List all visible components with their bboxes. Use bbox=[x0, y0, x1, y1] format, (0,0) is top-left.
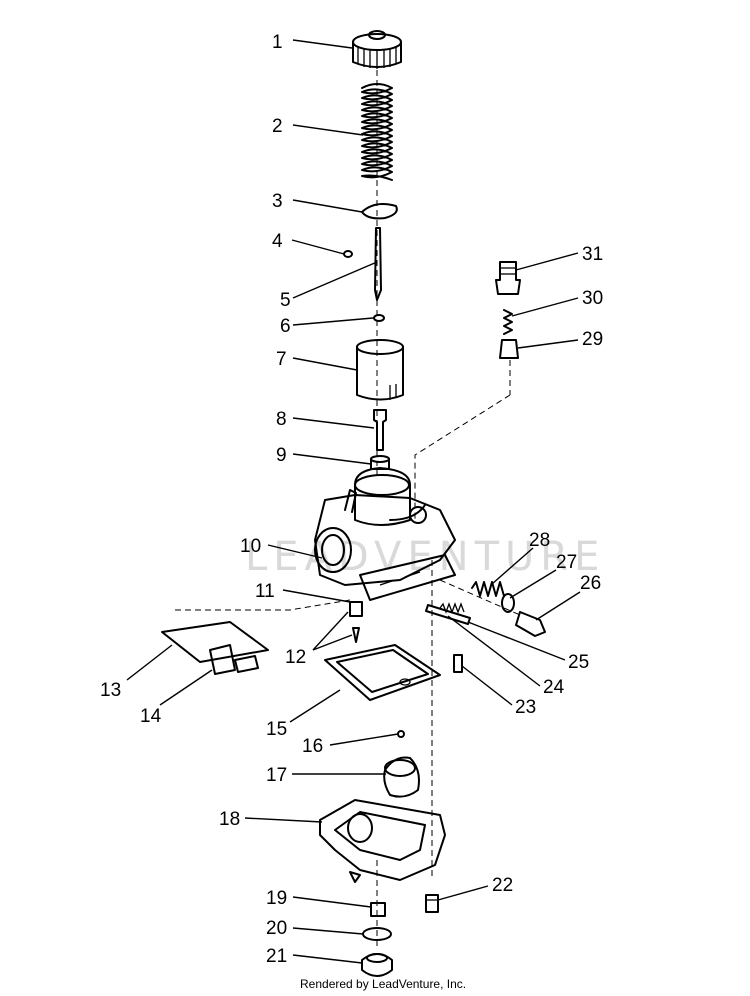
callout-14: 14 bbox=[140, 706, 162, 727]
callout-6: 6 bbox=[280, 316, 291, 337]
callout-2: 2 bbox=[272, 116, 283, 137]
float bbox=[383, 756, 420, 798]
fitting-nut bbox=[499, 339, 519, 359]
callout-3: 3 bbox=[272, 191, 283, 212]
callout-25: 25 bbox=[568, 652, 589, 673]
clip bbox=[343, 250, 353, 258]
cable-adjuster bbox=[495, 261, 521, 295]
callout-13: 13 bbox=[100, 680, 121, 701]
screw bbox=[425, 894, 439, 913]
callout-26: 26 bbox=[580, 573, 601, 594]
callout-5: 5 bbox=[280, 290, 291, 311]
callout-24: 24 bbox=[543, 677, 565, 698]
pilot-jet bbox=[349, 601, 363, 617]
plate bbox=[361, 203, 398, 220]
callout-27: 27 bbox=[556, 552, 577, 573]
callout-29: 29 bbox=[582, 329, 603, 350]
callout-22: 22 bbox=[492, 875, 513, 896]
callout-11: 11 bbox=[255, 581, 275, 602]
callout-labels: 1 2 3 4 5 6 7 8 9 10 11 12 13 14 15 16 1… bbox=[100, 32, 603, 967]
carburetor-body bbox=[314, 467, 456, 601]
spring bbox=[361, 83, 393, 181]
air-screw-spring bbox=[439, 602, 465, 614]
gasket bbox=[324, 644, 441, 701]
callout-10: 10 bbox=[240, 536, 261, 557]
float-needle bbox=[397, 730, 405, 738]
callout-8: 8 bbox=[276, 409, 287, 430]
render-credit: Rendered by LeadVenture, Inc. bbox=[300, 977, 466, 991]
throttle-stop-screw bbox=[515, 611, 546, 637]
float-pin-axis-line bbox=[175, 599, 351, 611]
callout-20: 20 bbox=[266, 918, 287, 939]
cap bbox=[352, 30, 402, 69]
callout-30: 30 bbox=[582, 288, 603, 309]
callout-21: 21 bbox=[266, 946, 287, 967]
washer bbox=[373, 314, 385, 322]
drain-plug bbox=[370, 902, 386, 917]
callout-4: 4 bbox=[272, 231, 283, 252]
float-arm bbox=[161, 621, 269, 675]
callout-7: 7 bbox=[276, 349, 287, 370]
callout-1: 1 bbox=[272, 32, 283, 53]
callout-23: 23 bbox=[515, 697, 536, 718]
float-bowl bbox=[319, 799, 446, 883]
idle-screw bbox=[453, 654, 463, 673]
callout-28: 28 bbox=[529, 530, 550, 551]
needle-jet bbox=[373, 409, 387, 451]
callout-31: 31 bbox=[582, 244, 603, 265]
watermark: LEADVENTURE bbox=[245, 534, 605, 580]
callout-15: 15 bbox=[266, 719, 287, 740]
callout-19: 19 bbox=[266, 888, 287, 909]
callout-18: 18 bbox=[219, 809, 240, 830]
callout-16: 16 bbox=[302, 736, 323, 757]
fitting-path-line bbox=[414, 394, 511, 520]
washer-small bbox=[501, 593, 515, 613]
callout-9: 9 bbox=[276, 445, 287, 466]
callout-17: 17 bbox=[266, 765, 287, 786]
screw-axis-line-2 bbox=[439, 579, 521, 616]
drain-bolt bbox=[361, 953, 393, 977]
jet-needle bbox=[374, 227, 382, 301]
fitting-spring bbox=[503, 309, 513, 335]
leader-lines bbox=[126, 39, 581, 964]
throttle-stop-spring bbox=[471, 581, 505, 597]
throttle-valve bbox=[356, 339, 404, 401]
needle-valve bbox=[352, 627, 360, 643]
air-screw bbox=[425, 604, 471, 625]
callout-12: 12 bbox=[285, 647, 306, 668]
